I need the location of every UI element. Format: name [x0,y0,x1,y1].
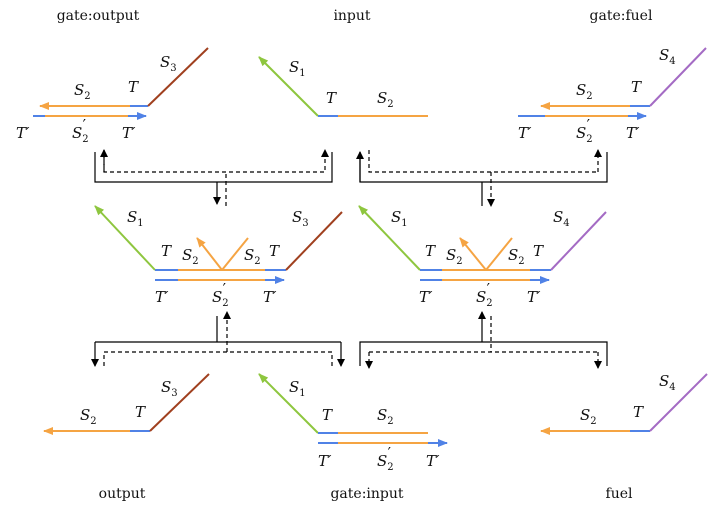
strand-s3-brown [285,211,343,271]
domain-label-tprime: T′ [426,452,440,470]
branch-s2-line [485,237,513,271]
domain-label-t: T [135,403,146,421]
branch-s2-arrow [459,237,487,271]
strand-s1-green [258,373,319,434]
complex-gate-input [258,373,448,447]
domain-label-s2: S2 [446,246,463,267]
strand-s4-purple [649,373,708,432]
domain-label-tprime: T′ [155,288,169,306]
domain-label-t: T [326,89,337,107]
domain-label-t: T [322,406,333,424]
reaction-arrow-bottom-right [359,311,608,369]
strand-s1-green [258,56,319,117]
domain-label-s2: S2 [80,406,97,427]
domain-label-s2: S2 [182,246,199,267]
domain-label-s1: S1 [289,58,306,79]
domain-label-t: T [633,403,644,421]
complex-intermediate-right [358,205,607,284]
domain-label-t: T [269,242,280,260]
strand-s4-purple [550,211,607,271]
label-input: input [333,8,370,24]
domain-label-s2: S2 [576,81,593,102]
domain-label-s3: S3 [161,378,178,399]
domain-label-t: T [533,242,544,260]
domain-label-s3: S3 [292,208,309,229]
domain-label-s1: S1 [391,208,408,229]
domain-label-s4: S4 [659,372,676,393]
complex-fuel [540,373,708,435]
domain-label-s2prime: S2′ [576,116,593,145]
reaction-arrow-bottom-left [91,311,345,367]
label-output: output [99,486,146,502]
branch-s2-line [221,237,249,271]
domain-label-tprime: T′ [122,124,136,142]
domain-label-s2: S2 [74,81,91,102]
domain-label-s2prime: S2′ [72,116,89,145]
domain-label-t: T [128,78,139,96]
label-gate-input: gate:input [330,486,403,502]
domain-label-s2: S2 [377,89,394,110]
complex-intermediate-left [94,205,343,284]
domain-label-s1: S1 [127,208,144,229]
domain-label-s2prime: S2′ [377,444,394,473]
domain-label-tprime: T′ [16,124,30,142]
complex-gate-fuel [518,47,707,120]
domain-label-s2: S2 [244,246,261,267]
label-gate-fuel: gate:fuel [590,8,653,24]
domain-label-t: T [161,242,172,260]
domain-label-s4: S4 [659,46,676,67]
reaction-arrow-top-right [356,149,608,207]
domain-label-s2: S2 [580,406,597,427]
complex-gate-output [33,47,209,120]
domain-label-tprime: T′ [518,124,532,142]
domain-label-s1: S1 [289,378,306,399]
reaction-arrow-top-left [94,149,333,206]
strand-s3-brown [147,47,209,107]
domain-label-s2: S2 [377,406,394,427]
domain-label-s2: S2 [508,246,525,267]
domain-label-tprime: T′ [527,288,541,306]
complex-output [43,373,210,435]
strand-s3-brown [149,373,210,432]
strand-s1-green [94,205,156,271]
domain-label-tprime: T′ [318,452,332,470]
domain-label-tprime: T′ [626,124,640,142]
complex-input [258,56,428,117]
label-gate-output: gate:output [57,8,140,24]
domain-label-t: T [631,78,642,96]
domain-label-tprime: T′ [263,288,277,306]
strand-s1-green [358,205,421,271]
domain-label-s4: S4 [553,208,570,229]
label-fuel: fuel [606,486,633,502]
domain-label-s2prime: S2′ [476,280,493,309]
domain-label-t: T [425,242,436,260]
domain-label-tprime: T′ [419,288,433,306]
domain-label-s3: S3 [160,53,177,74]
strand-s4-purple [649,47,707,107]
domain-label-s2prime: S2′ [212,280,229,309]
branch-s2-arrow [196,237,223,271]
